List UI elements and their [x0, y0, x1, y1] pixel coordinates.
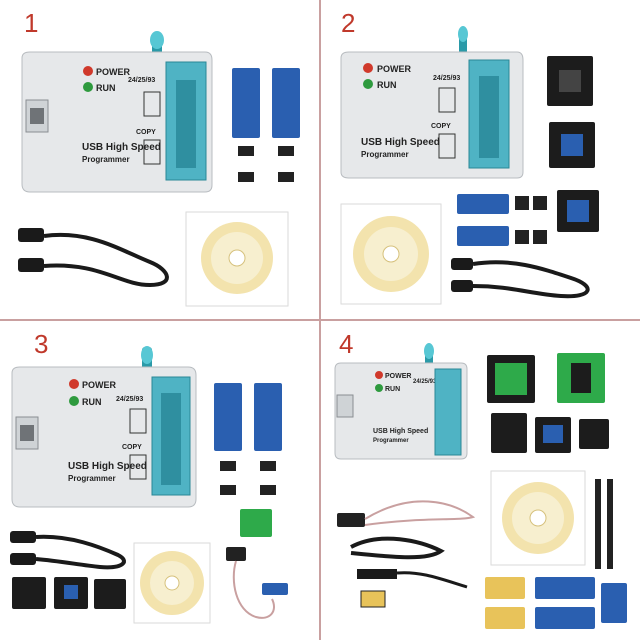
panel-number: 2 — [341, 8, 356, 38]
svg-text:RUN: RUN — [82, 397, 102, 407]
pin-headers — [595, 479, 613, 569]
panel-divider-horizontal — [0, 319, 640, 321]
svg-text:RUN: RUN — [377, 80, 397, 90]
chip-sockets — [547, 56, 599, 232]
svg-text:COPY: COPY — [431, 123, 451, 130]
svg-text:Programmer: Programmer — [373, 438, 409, 444]
svg-text:24/25/93: 24/25/93 — [413, 379, 437, 385]
svg-text:Programmer: Programmer — [361, 150, 409, 159]
programmer-device: POWER RUN 24/25/93 COPY USB High Speed P… — [21, 31, 213, 193]
adapter-boards — [214, 383, 282, 537]
panel-1: 1 POWER RUN 24/25/93 COPY USB High Speed… — [0, 0, 319, 319]
svg-text:USB High Speed: USB High Speed — [82, 142, 161, 153]
svg-text:POWER: POWER — [385, 373, 411, 380]
svg-text:COPY: COPY — [136, 129, 156, 136]
usb-cable — [350, 536, 468, 608]
panel-1-illustration: POWER RUN 24/25/93 COPY USB High Speed P… — [18, 31, 300, 307]
svg-text:Programmer: Programmer — [68, 474, 116, 483]
chip-sockets — [12, 577, 126, 609]
chip-sockets — [487, 353, 609, 453]
programmer-device: POWER RUN 24/25/93 COPY USB High Speed P… — [11, 346, 197, 508]
usb-cable — [451, 258, 590, 299]
programmer-device: POWER RUN 24/25/93 USB High Speed Progra… — [334, 343, 468, 460]
svg-text:24/25/93: 24/25/93 — [433, 75, 460, 82]
svg-text:USB High Speed: USB High Speed — [373, 428, 428, 435]
adapter-boards — [457, 194, 547, 246]
panel-3-illustration: POWER RUN 24/25/93 COPY USB High Speed P… — [10, 346, 288, 624]
software-cd — [490, 470, 586, 566]
usb-cable — [10, 531, 126, 570]
software-cd — [185, 211, 289, 307]
panel-4: 4 POWER RUN 24/25/93 USB High Speed Prog… — [321, 321, 640, 640]
test-clip — [337, 500, 476, 527]
programmer-device: POWER RUN 24/25/93 COPY USB High Speed P… — [340, 26, 524, 179]
svg-text:RUN: RUN — [385, 386, 400, 393]
adapter-boards — [232, 68, 300, 182]
panel-number: 4 — [339, 329, 354, 359]
software-cd — [133, 542, 211, 624]
svg-text:POWER: POWER — [377, 64, 412, 74]
adapter-boards — [485, 577, 627, 629]
software-cd — [340, 203, 442, 305]
svg-text:COPY: COPY — [122, 444, 142, 451]
panel-number: 3 — [34, 329, 49, 359]
panel-3: 3 POWER RUN 24/25/93 COPY USB High Speed… — [0, 321, 319, 640]
test-clip — [226, 547, 288, 619]
panel-2: 2 POWER RUN 24/25/93 COPY USB High Speed… — [321, 0, 640, 319]
svg-text:POWER: POWER — [82, 380, 117, 390]
usb-cable — [18, 228, 169, 288]
svg-text:24/25/93: 24/25/93 — [116, 396, 143, 403]
svg-text:RUN: RUN — [96, 83, 116, 93]
svg-text:USB High Speed: USB High Speed — [68, 461, 147, 472]
svg-text:Programmer: Programmer — [82, 155, 130, 164]
svg-text:24/25/93: 24/25/93 — [128, 77, 155, 84]
panel-number: 1 — [24, 8, 39, 38]
panel-2-illustration: POWER RUN 24/25/93 COPY USB High Speed P… — [340, 26, 599, 305]
svg-text:USB High Speed: USB High Speed — [361, 137, 440, 148]
svg-text:POWER: POWER — [96, 67, 131, 77]
panel-4-illustration: POWER RUN 24/25/93 USB High Speed Progra… — [334, 343, 627, 629]
